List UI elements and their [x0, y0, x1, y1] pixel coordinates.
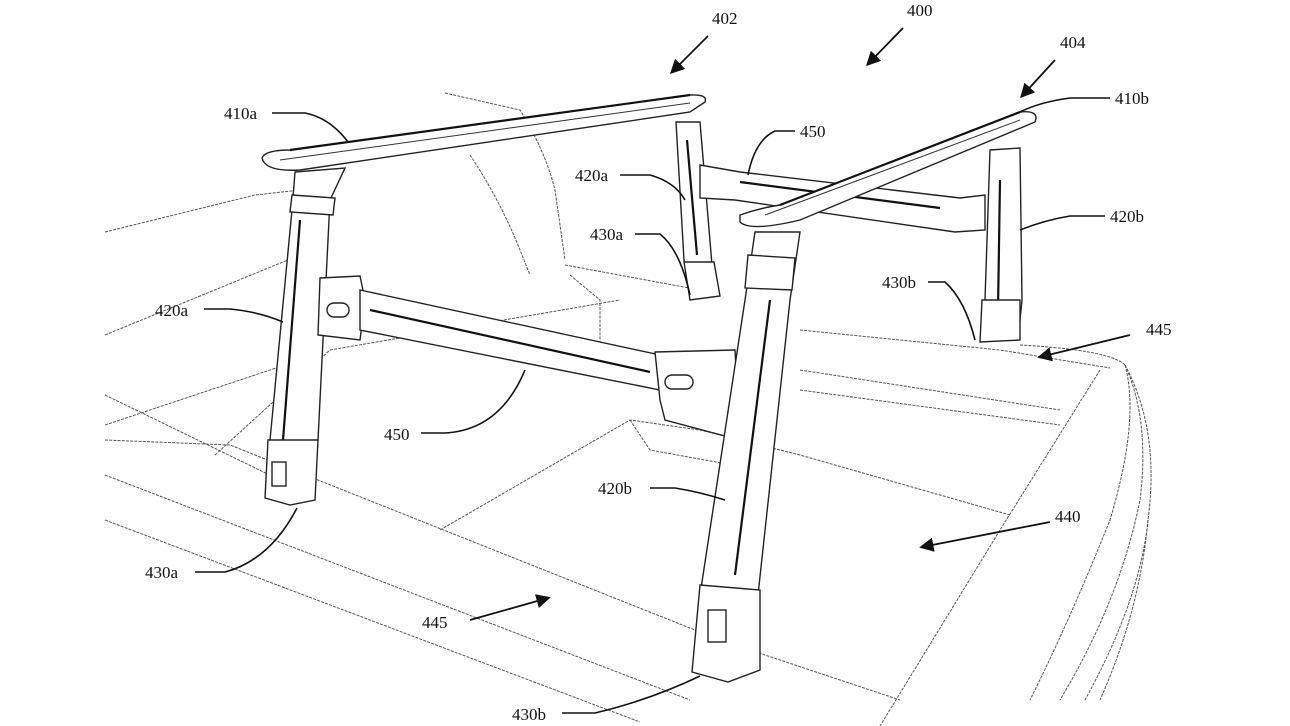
- top-rail-410b: [739, 110, 1037, 228]
- top-rail-groove: [764, 119, 1021, 216]
- cab-outline: [444, 92, 566, 261]
- leader-450-back: [747, 130, 795, 176]
- ref-410a: 410a: [224, 104, 258, 123]
- upright-slot: [733, 299, 772, 576]
- ref-430a-back: 430a: [590, 225, 624, 244]
- ref-420a-left: 420a: [155, 301, 189, 320]
- crossbar-450-front: [317, 275, 741, 441]
- upright-420b-collar: [744, 254, 796, 291]
- top-rail-edge: [289, 93, 691, 152]
- bed-rail-front-2: [104, 519, 641, 723]
- cab-window-edge: [469, 154, 531, 276]
- ref-450-front: 450: [384, 425, 410, 444]
- leader-410b: [1019, 97, 1110, 113]
- crossbar-slot-hole: [664, 374, 694, 390]
- ref-445-front: 445: [422, 613, 448, 632]
- leader-430a-back: [635, 233, 691, 296]
- leader-420b-front: [650, 487, 726, 501]
- bed-rail-front-1: [104, 439, 901, 701]
- leader-430b-front: [562, 675, 701, 714]
- ref-420a-back: 420a: [575, 166, 609, 185]
- fender-curve-2: [1059, 364, 1144, 701]
- crossbar-slot-hole: [326, 302, 350, 318]
- ref-445-right: 445: [1146, 320, 1172, 339]
- bed-floor-left: [214, 349, 331, 456]
- bed-left-rail-inner: [104, 359, 301, 426]
- upright-slot: [281, 219, 302, 441]
- ref-450-back: 450: [800, 122, 826, 141]
- arrow-440: [919, 521, 1051, 552]
- bed-front-wall: [564, 264, 701, 291]
- ref-420b-front: 420b: [598, 479, 632, 498]
- bed-rail-front-3: [104, 474, 691, 701]
- upright-420a-collar: [289, 194, 336, 216]
- ref-410b: 410b: [1115, 89, 1149, 108]
- top-rail-groove: [279, 102, 691, 161]
- arrow-445-right: [1037, 334, 1131, 362]
- fender-curve-3: [1084, 364, 1152, 701]
- tailgate-edge: [879, 369, 1101, 726]
- leader-420a-left: [204, 308, 284, 323]
- arrow-402: [669, 35, 709, 75]
- foot-430b-rear: [979, 299, 1021, 343]
- ref-400: 400: [907, 1, 933, 20]
- bed-rail-front-4: [104, 394, 281, 481]
- arrow-445-front: [469, 594, 551, 621]
- leader-410a: [272, 112, 349, 143]
- ref-402: 402: [712, 9, 738, 28]
- leader-420b-right: [1019, 215, 1105, 231]
- leader-430b-back: [928, 281, 976, 341]
- leader-430a-front: [195, 507, 298, 573]
- arrow-404: [1020, 59, 1056, 99]
- leader-450-front: [421, 369, 526, 434]
- crossbar-end-right: [654, 349, 741, 441]
- top-rail-410a-body: [261, 94, 707, 171]
- bed-front-wall-low: [569, 274, 661, 391]
- ref-420b-right: 420b: [1110, 207, 1144, 226]
- ref-440: 440: [1055, 507, 1081, 526]
- bed-rail-right-3: [799, 389, 1061, 426]
- upright-slot: [685, 139, 699, 256]
- rack-assembly-back: [675, 121, 1023, 343]
- foot-latch: [707, 609, 727, 643]
- reference-labels: 402 400 404 410a 410b 450 420a 430a 420b…: [145, 1, 1172, 724]
- bed-left-rail-outer: [104, 254, 301, 336]
- fender-curve-4: [1099, 519, 1149, 701]
- fender-curve-1: [1029, 364, 1131, 701]
- ref-430a-front: 430a: [145, 563, 179, 582]
- crossbar-track: [369, 308, 651, 374]
- bed-rail-right-4: [1019, 344, 1126, 366]
- top-rail-410a: [261, 93, 707, 171]
- leader-420a-back: [620, 174, 686, 201]
- bed-rail-right-1: [799, 329, 1111, 369]
- upright-420a-front: [264, 167, 347, 506]
- ref-430b-back: 430b: [882, 273, 916, 292]
- upright-slot: [996, 179, 1002, 311]
- bed-rear-wall-top: [104, 189, 301, 233]
- ref-404: 404: [1060, 33, 1086, 52]
- leaders: [195, 27, 1131, 714]
- bed-rail-right-2: [799, 369, 1061, 411]
- arrow-400: [865, 27, 904, 67]
- foot-latch: [271, 461, 287, 487]
- top-rail-edge: [779, 110, 1021, 207]
- foot-430a-front: [264, 439, 319, 506]
- ref-430b-front: 430b: [512, 705, 546, 724]
- upright-420b-front: [691, 231, 801, 683]
